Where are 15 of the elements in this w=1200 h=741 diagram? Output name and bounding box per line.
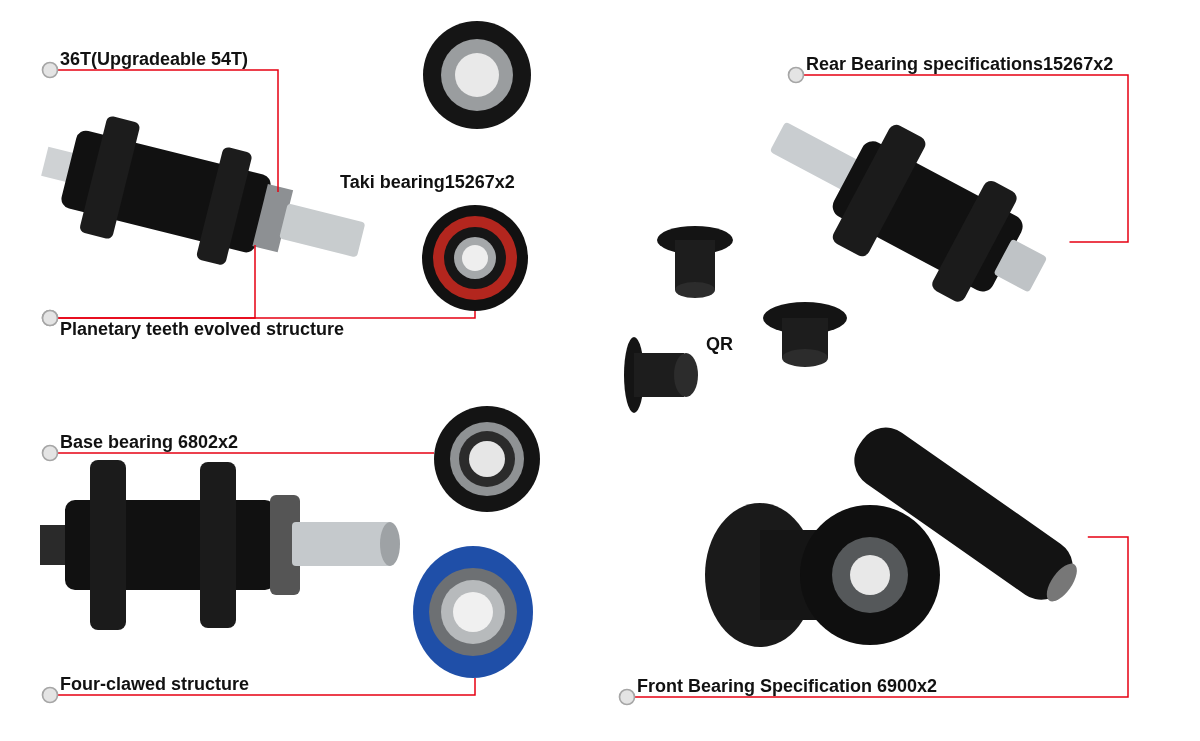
part-label: Planetary teeth evolved structure	[50, 318, 390, 354]
part-label: QR	[706, 334, 733, 355]
part-label: Four-clawed structure	[50, 665, 310, 695]
leader-line	[41, 61, 279, 193]
part-label: Rear Bearing specifications15267x2	[796, 42, 1128, 75]
part-label: Taki bearing15267x2	[340, 172, 515, 193]
leader-line	[41, 444, 435, 462]
leader-line	[787, 66, 1129, 243]
leader-line	[41, 309, 476, 327]
part-label: Base bearing 6802x2	[50, 423, 310, 453]
leader-line	[618, 536, 1129, 706]
leader-line	[41, 677, 476, 704]
part-label: Front Bearing Specification 6900x2	[627, 665, 987, 697]
part-label: 36T(Upgradeable 54T)	[50, 40, 350, 70]
bearing-drawing	[412, 545, 534, 680]
